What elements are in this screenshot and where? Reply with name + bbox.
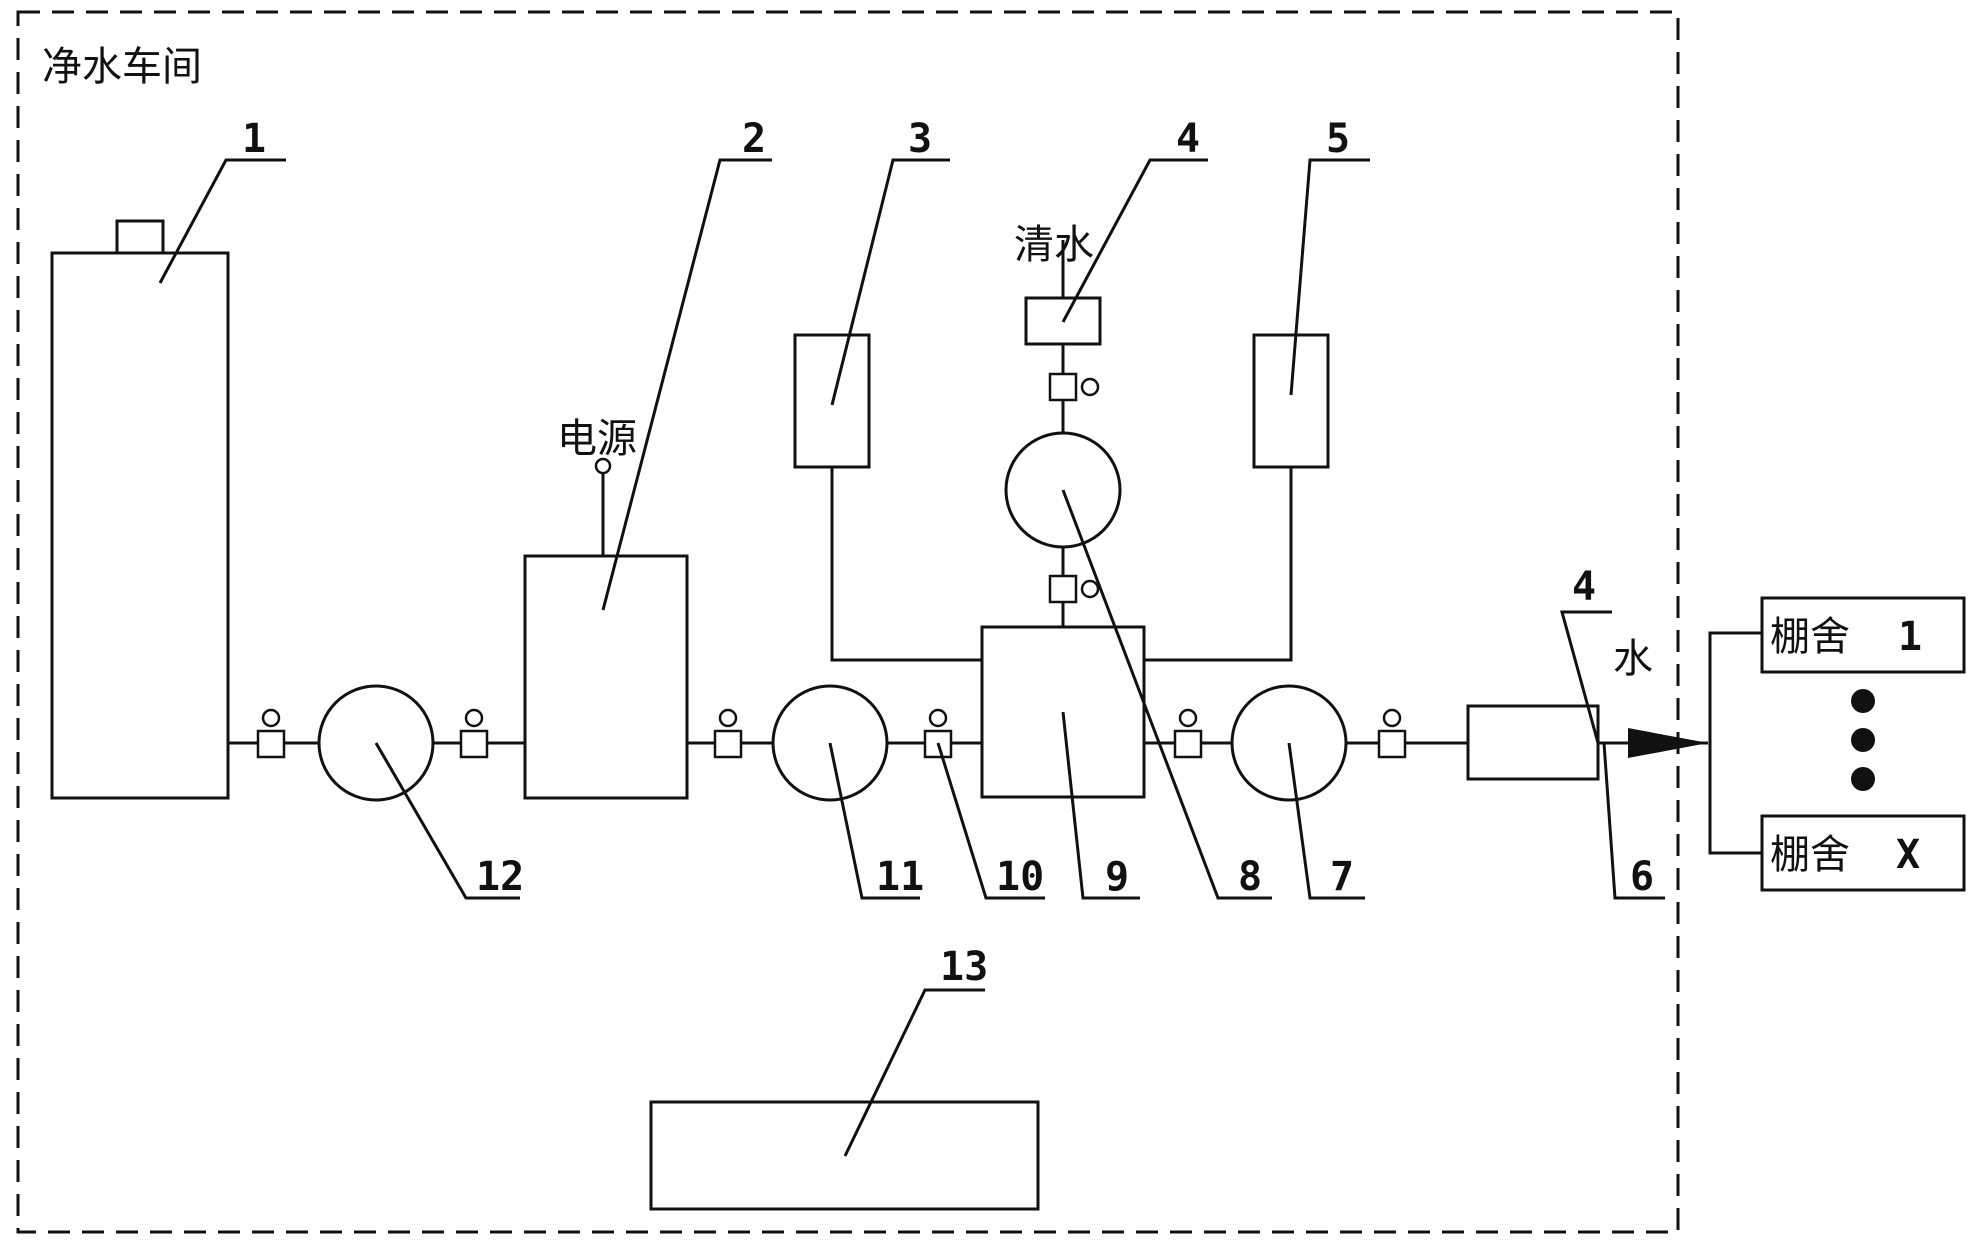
filter-4-right — [1466, 704, 1600, 781]
valve-1 — [256, 708, 286, 759]
valve-2 — [459, 708, 489, 759]
ellipsis-dot-1 — [1851, 689, 1875, 713]
barn-x-name: 棚舍 — [1770, 832, 1850, 878]
valve-6 — [1377, 708, 1407, 759]
callout-9: 9 — [1105, 854, 1129, 900]
callout-12: 12 — [476, 854, 524, 900]
valve-10 — [923, 708, 953, 759]
line-5-to-9 — [1144, 467, 1293, 662]
callout-11: 11 — [876, 854, 924, 900]
callout-13: 13 — [940, 944, 988, 990]
barn-1-box — [1760, 596, 1966, 674]
barn-x-box — [1760, 814, 1966, 892]
callout-6: 6 — [1630, 854, 1654, 900]
barn-x-id: X — [1896, 832, 1920, 878]
power-label: 电源 — [557, 416, 637, 462]
callout-2: 2 — [742, 116, 766, 162]
workshop-boundary — [16, 10, 1680, 1234]
valve-5 — [1173, 708, 1203, 759]
device-2 — [523, 554, 689, 800]
power-terminal — [594, 457, 612, 475]
callout-5: 5 — [1326, 116, 1350, 162]
callout-3: 3 — [908, 116, 932, 162]
workshop-label: 净水车间 — [42, 44, 202, 90]
barn-bus-line — [1708, 631, 1762, 855]
tank-1-cap — [115, 219, 165, 255]
callout-4-right: 4 — [1572, 564, 1596, 610]
callout-7: 7 — [1330, 854, 1354, 900]
valve-group — [256, 372, 1407, 759]
callout-4-top: 4 — [1176, 116, 1200, 162]
line-3-to-9 — [830, 467, 982, 662]
valve-top-2 — [1048, 574, 1100, 604]
water-label: 水 — [1613, 636, 1653, 682]
barn-1-id: 1 — [1898, 614, 1922, 660]
clean-water-label: 清水 — [1014, 222, 1094, 268]
ellipsis-dot-2 — [1851, 728, 1875, 752]
ellipsis-dot-3 — [1851, 767, 1875, 791]
valve-3 — [713, 708, 743, 759]
outlet-nozzle-6 — [1628, 728, 1708, 758]
dosing-tank-5 — [1252, 333, 1330, 469]
valve-top-1 — [1048, 372, 1100, 402]
leader-lines — [158, 158, 1665, 1157]
callout-8: 8 — [1238, 854, 1262, 900]
callout-10: 10 — [996, 854, 1044, 900]
barn-1-name: 棚舍 — [1770, 614, 1850, 660]
callout-1: 1 — [242, 116, 266, 162]
tank-1 — [50, 251, 230, 800]
